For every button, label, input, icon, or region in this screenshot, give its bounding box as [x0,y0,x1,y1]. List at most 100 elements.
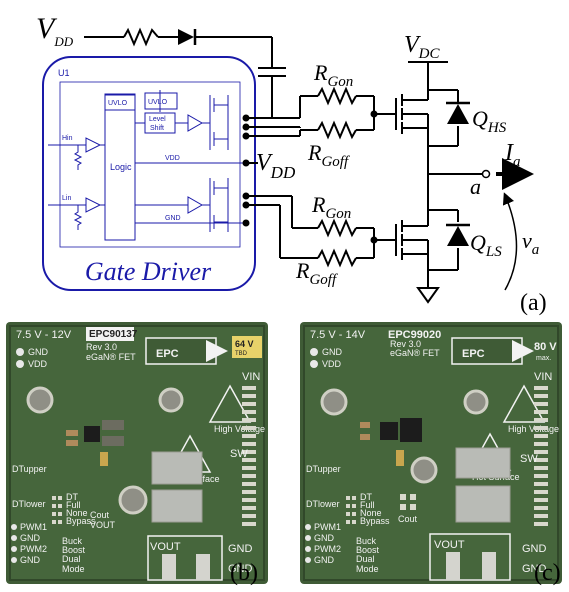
svg-text:Bypass: Bypass [66,516,96,526]
svg-text:Rev 3.0: Rev 3.0 [390,339,421,349]
svg-text:GND: GND [314,533,335,543]
panel-b-label: (b) [230,560,258,586]
svg-text:DTupper: DTupper [306,464,341,474]
part-number: EPC90137 [89,329,138,340]
vout-connector [429,533,511,581]
svg-text:DT: DT [360,492,372,502]
input-voltage-range: 7.5 V - 12V [16,329,72,341]
svg-text:EPC: EPC [156,348,179,360]
svg-text:VOUT: VOUT [90,520,116,530]
vdc-label: VDC [404,32,441,62]
svg-text:GND: GND [314,555,335,565]
svg-text:GND: GND [228,563,253,575]
svg-text:VIN: VIN [534,371,552,383]
ground-icon [416,287,440,304]
gate-driver-box [42,56,256,291]
svg-text:PWM2: PWM2 [20,544,47,554]
svg-text:GND: GND [228,543,253,555]
inductor-pad-bottom [151,489,203,523]
svg-text:Mode: Mode [356,564,379,574]
svg-text:PWM1: PWM1 [20,522,47,532]
board-epc99020: EPC 80 V max. 7.5 V - 14V EPC99020 Rev 3… [300,322,562,584]
svg-text:Dual: Dual [356,554,375,564]
half-bridge-schematic: VDD U1 [36,12,547,316]
mount-hole-tr [463,389,489,415]
svg-text:VDD: VDD [28,359,48,369]
svg-text:Cout: Cout [398,514,418,524]
input-voltage-range: 7.5 V - 14V [310,329,366,341]
gate-wiring-bottom [246,195,396,268]
driver-ic [84,426,100,442]
svg-text:Full: Full [66,500,81,510]
svg-text:Buck: Buck [356,536,377,546]
svg-text:GND: GND [522,563,547,575]
bootstrap-diode-icon [178,29,194,45]
ia-label: Ia [504,140,521,170]
rgon-bot-label: RGon [311,192,351,222]
svg-text:eGaN® FET: eGaN® FET [86,352,136,362]
vdd-mid-label: VDD [256,150,296,182]
svg-text:GND: GND [20,555,41,565]
inductor-pad-top [151,451,203,485]
inductor-pad-top [455,447,511,479]
driver-ic [380,422,398,440]
svg-text:DTupper: DTupper [12,464,47,474]
panel-a-label: (a) [520,290,547,316]
svg-text:VOUT: VOUT [434,539,465,551]
svg-text:Buck: Buck [62,536,83,546]
svg-text:Dual: Dual [62,554,81,564]
svg-text:VIN: VIN [242,371,260,383]
hin-label: Hin [62,135,73,142]
board-epc90137: EPC 64 V TBD 7.5 V - 12V EPC90137 Rev 3.… [6,322,268,584]
svg-text:VDD: VDD [322,359,342,369]
vout-connector [147,535,223,581]
svg-text:TBD: TBD [235,351,248,357]
a-node-label: a [470,174,481,199]
svg-text:Cout: Cout [90,510,110,520]
qhs-label: QHS [472,106,507,136]
rgoff-bot-label: RGoff [295,258,338,288]
voltage-badge: 80 V [534,341,557,353]
mount-hole-bl [410,456,438,484]
svg-text:Mode: Mode [62,564,85,574]
svg-text:SW: SW [230,448,248,460]
qhs-diode-icon [447,104,469,124]
epc-logo [145,337,217,365]
mount-hole-tr [158,387,184,413]
svg-text:GND: GND [28,347,49,357]
svg-text:SW: SW [520,453,538,465]
svg-text:Rev 3.0: Rev 3.0 [86,342,117,352]
vdd-pin-label: VDD [165,155,180,162]
va-label: va [522,228,539,258]
vdd-top-label: VDD [36,12,74,49]
svg-text:None: None [360,508,382,518]
mount-hole-tl [26,386,54,414]
level-label: Level [149,116,166,123]
logic-label: Logic [110,162,132,172]
u1-label: U1 [58,68,70,78]
qls-label: QLS [470,230,502,260]
svg-text:DTlower: DTlower [12,499,46,509]
voltage-badge [232,336,262,358]
gate-driver-label: Gate Driver [85,257,212,286]
gnd-pin-label: GND [165,215,181,222]
svg-text:GND: GND [20,533,41,543]
svg-text:eGaN® FET: eGaN® FET [390,348,440,358]
svg-text:max.: max. [536,355,551,362]
power-stage [395,61,484,288]
mount-hole-bl [118,485,148,515]
rgoff-top-label: RGoff [307,140,350,170]
uvlo-label-2: UVLO [148,99,168,106]
mount-hole-tl [320,388,348,416]
svg-text:Bypass: Bypass [360,516,390,526]
uvlo-label-1: UVLO [108,100,128,107]
qls-diode-icon [447,226,469,246]
part-number: EPC99020 [388,329,441,341]
shift-label: Shift [150,125,164,132]
driver-internal-circuit [48,81,246,248]
svg-text:DT: DT [66,492,78,502]
svg-text:High Voltage: High Voltage [214,424,265,434]
svg-text:PWM1: PWM1 [314,522,341,532]
svg-text:None: None [66,508,88,518]
svg-text:DTlower: DTlower [306,499,340,509]
